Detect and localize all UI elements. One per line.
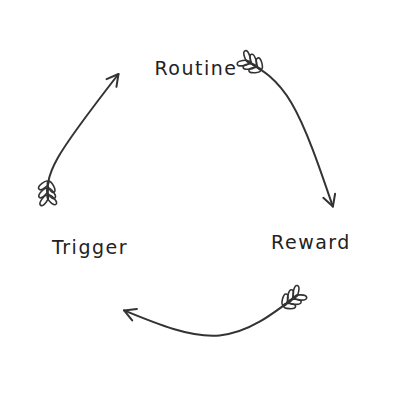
step-label: Routine bbox=[155, 57, 238, 80]
cycle-arrow bbox=[124, 295, 297, 335]
cycle-arrow-group bbox=[37, 74, 118, 207]
leaf-sprig bbox=[281, 285, 307, 309]
leaf bbox=[46, 180, 56, 193]
cycle-arrow-group bbox=[124, 285, 307, 336]
cycle-step: Routine bbox=[151, 55, 242, 82]
step-label: Trigger bbox=[52, 236, 128, 259]
cycle-arrow bbox=[246, 61, 332, 207]
leaf bbox=[249, 67, 261, 73]
cycle-step: Trigger bbox=[48, 234, 132, 261]
cycle-arrow-group bbox=[237, 50, 335, 207]
arrow-head bbox=[124, 309, 137, 321]
cycle-arrow bbox=[48, 74, 119, 199]
leaf bbox=[281, 293, 289, 306]
arrow-head bbox=[323, 194, 335, 207]
step-label: Reward bbox=[271, 231, 351, 254]
leaf-sprig bbox=[37, 180, 58, 207]
leaf-sprig bbox=[237, 50, 264, 73]
arrow-head bbox=[107, 74, 119, 87]
cycle-step: Reward bbox=[267, 229, 355, 256]
